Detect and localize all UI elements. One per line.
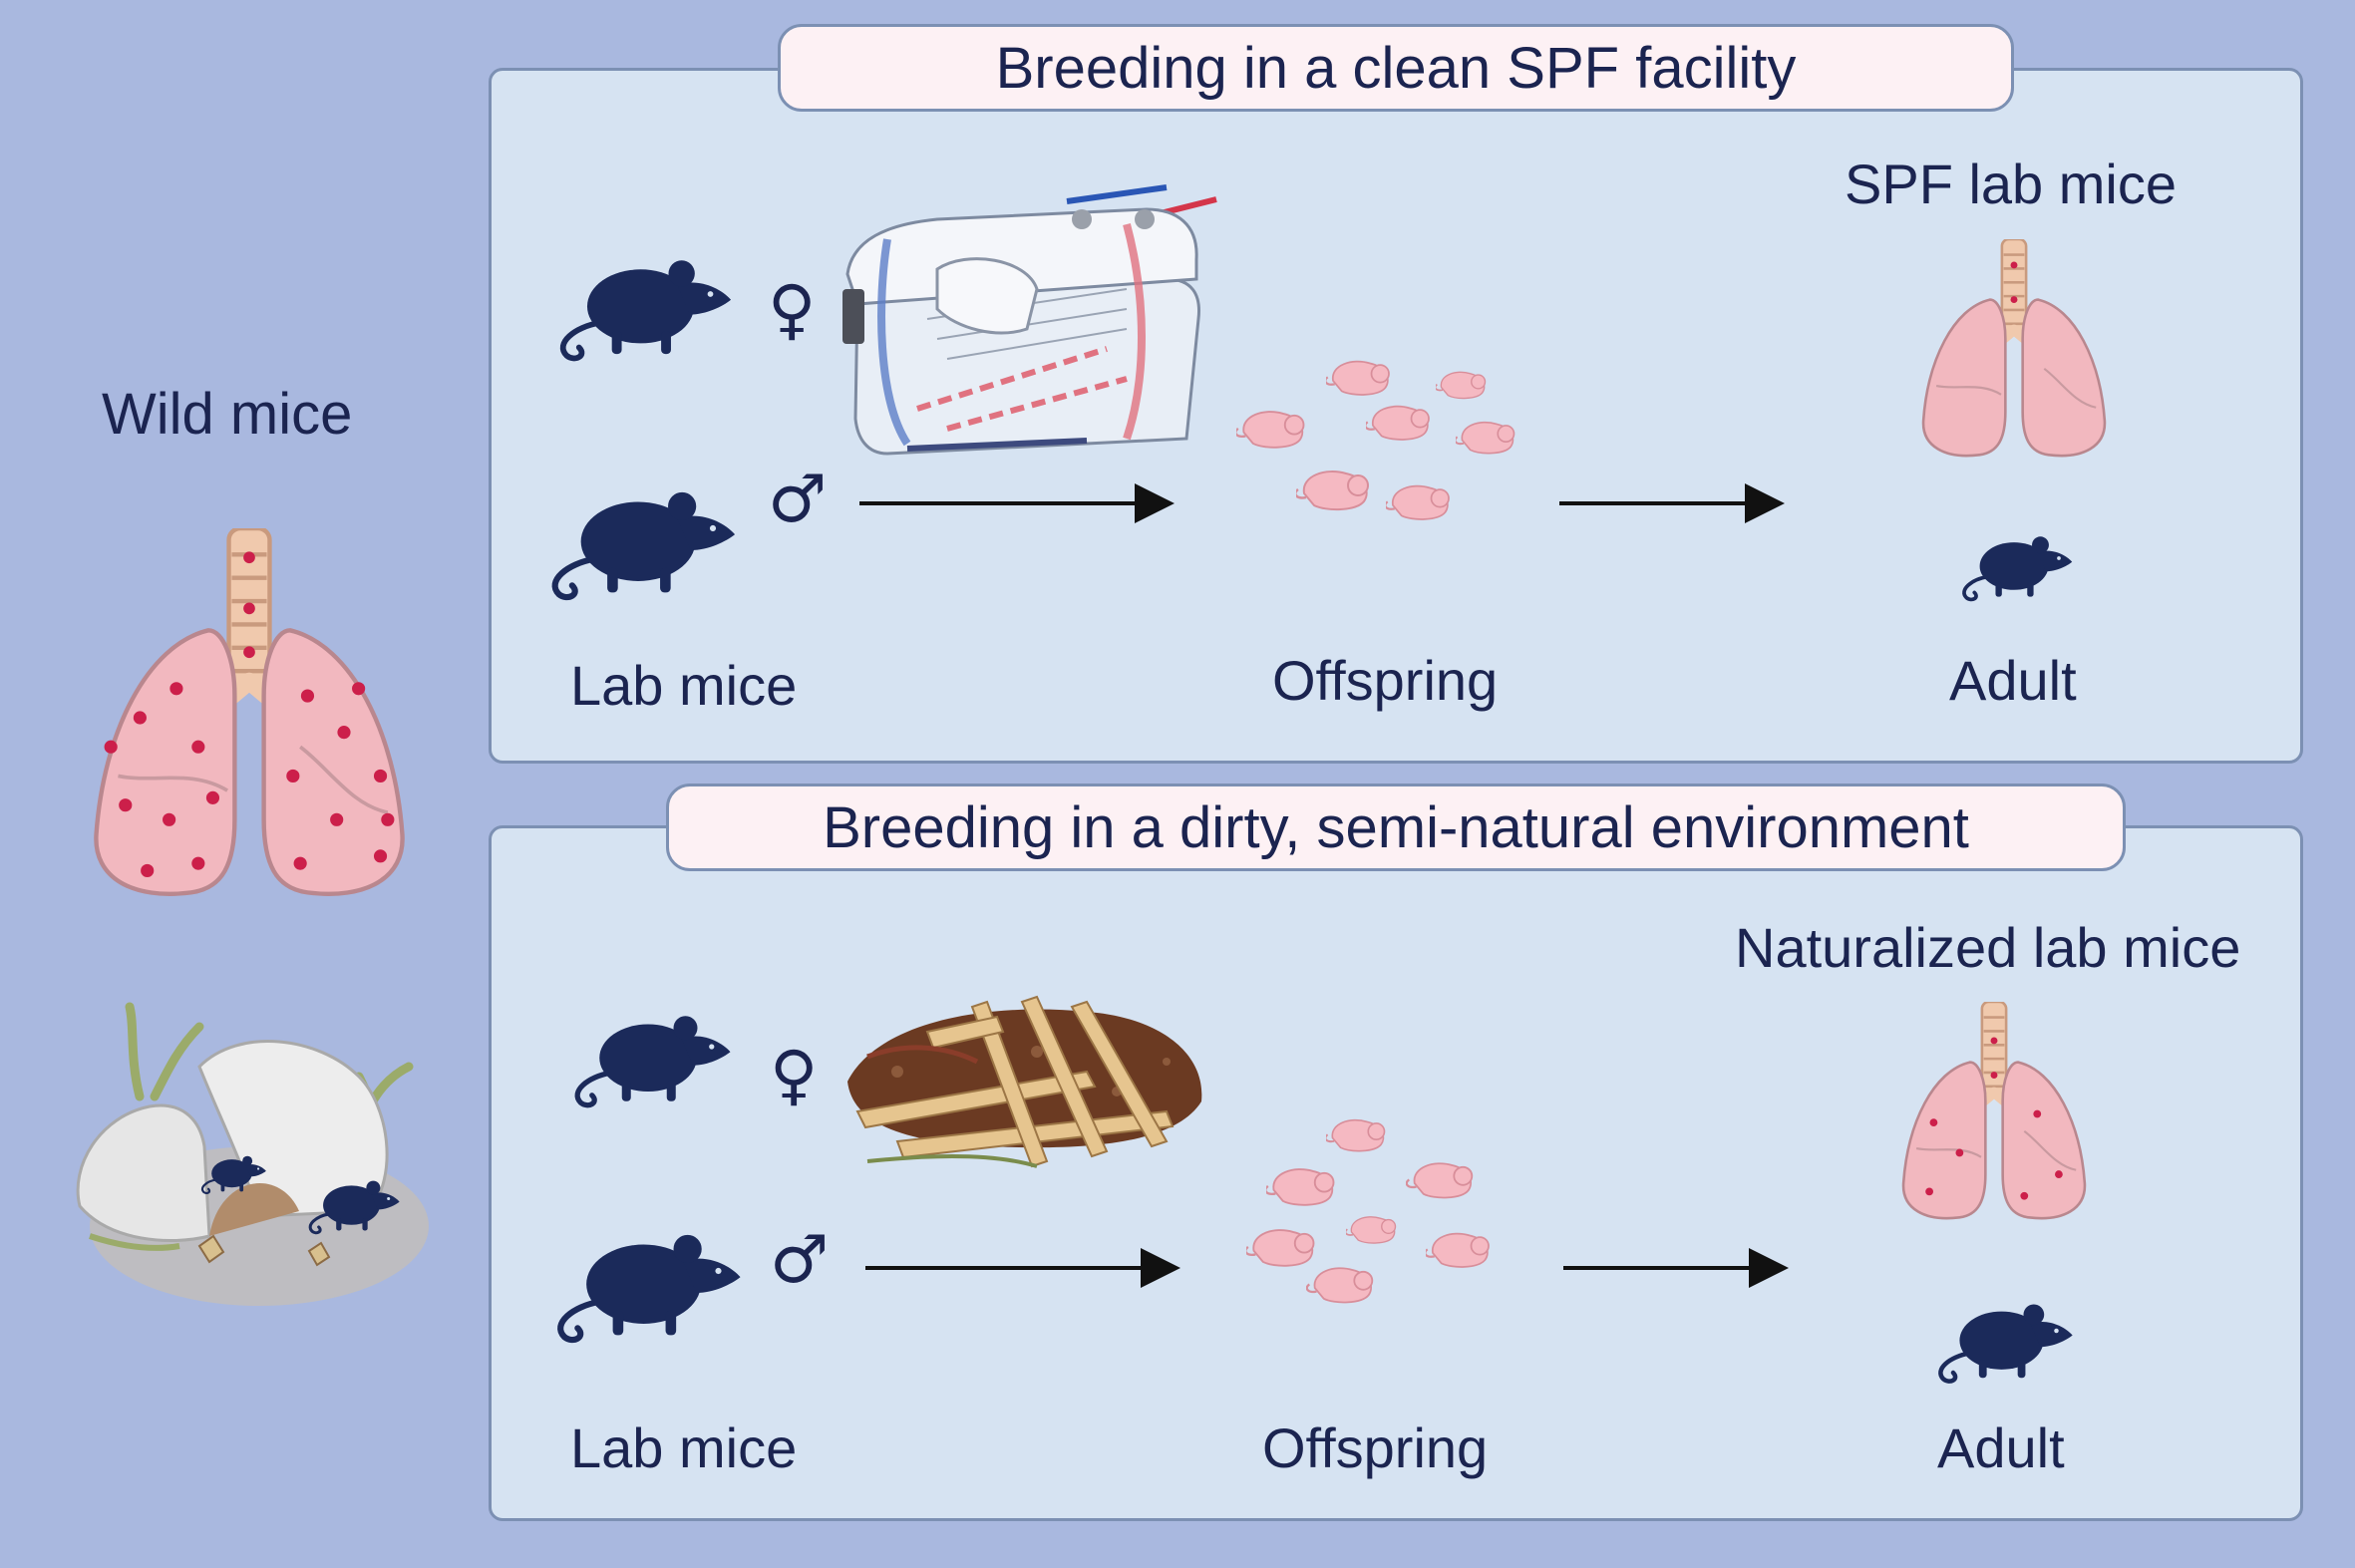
adult-label-bottom: Adult bbox=[1937, 1416, 2065, 1479]
offspring-label-top: Offspring bbox=[1272, 649, 1499, 712]
male-mouse-bottom bbox=[536, 1196, 751, 1346]
dirt-pallet-illustration bbox=[847, 995, 1202, 1168]
naturalized-adult-mouse bbox=[1914, 1276, 2089, 1386]
arrow-offspring-to-adult-bottom bbox=[1563, 1248, 1789, 1288]
naturalized-banner-title: Breeding in a dirty, semi-natural enviro… bbox=[666, 784, 2126, 871]
female-symbol-bottom: ♀ bbox=[770, 1037, 819, 1113]
arrow-parents-to-offspring-top bbox=[859, 483, 1175, 523]
naturalized-lungs-illustration bbox=[1884, 1002, 2104, 1226]
male-symbol-top: ♂ bbox=[768, 461, 828, 537]
spf-lungs-illustration bbox=[1904, 239, 2124, 464]
spf-adult-mouse bbox=[1919, 513, 2109, 603]
wild-lungs-illustration bbox=[70, 528, 429, 907]
female-mouse-bottom bbox=[558, 977, 738, 1116]
lab-mice-label-bottom: Lab mice bbox=[570, 1416, 798, 1479]
wild-habitat-illustration bbox=[76, 1002, 429, 1306]
male-mouse-top bbox=[528, 454, 748, 603]
lab-mice-label-top: Lab mice bbox=[570, 654, 798, 717]
offspring-pups-bottom bbox=[1246, 1118, 1491, 1304]
female-symbol-top: ♀ bbox=[768, 271, 817, 348]
adult-label-top: Adult bbox=[1949, 649, 2077, 712]
offspring-pups-top bbox=[1236, 360, 1515, 521]
spf-banner-title: Breeding in a clean SPF facility bbox=[778, 24, 2014, 112]
spf-lab-mice-title: SPF lab mice bbox=[1845, 153, 2177, 215]
wild-mice-title: Wild mice bbox=[102, 382, 353, 447]
ventilated-cage-illustration bbox=[842, 184, 1217, 456]
arrow-offspring-to-adult-top bbox=[1559, 483, 1785, 523]
female-mouse-top bbox=[533, 224, 748, 364]
naturalized-lab-mice-title: Naturalized lab mice bbox=[1735, 916, 2241, 979]
male-symbol-bottom: ♂ bbox=[770, 1221, 830, 1298]
offspring-label-bottom: Offspring bbox=[1262, 1416, 1489, 1479]
arrow-parents-to-offspring-bottom bbox=[865, 1248, 1180, 1288]
